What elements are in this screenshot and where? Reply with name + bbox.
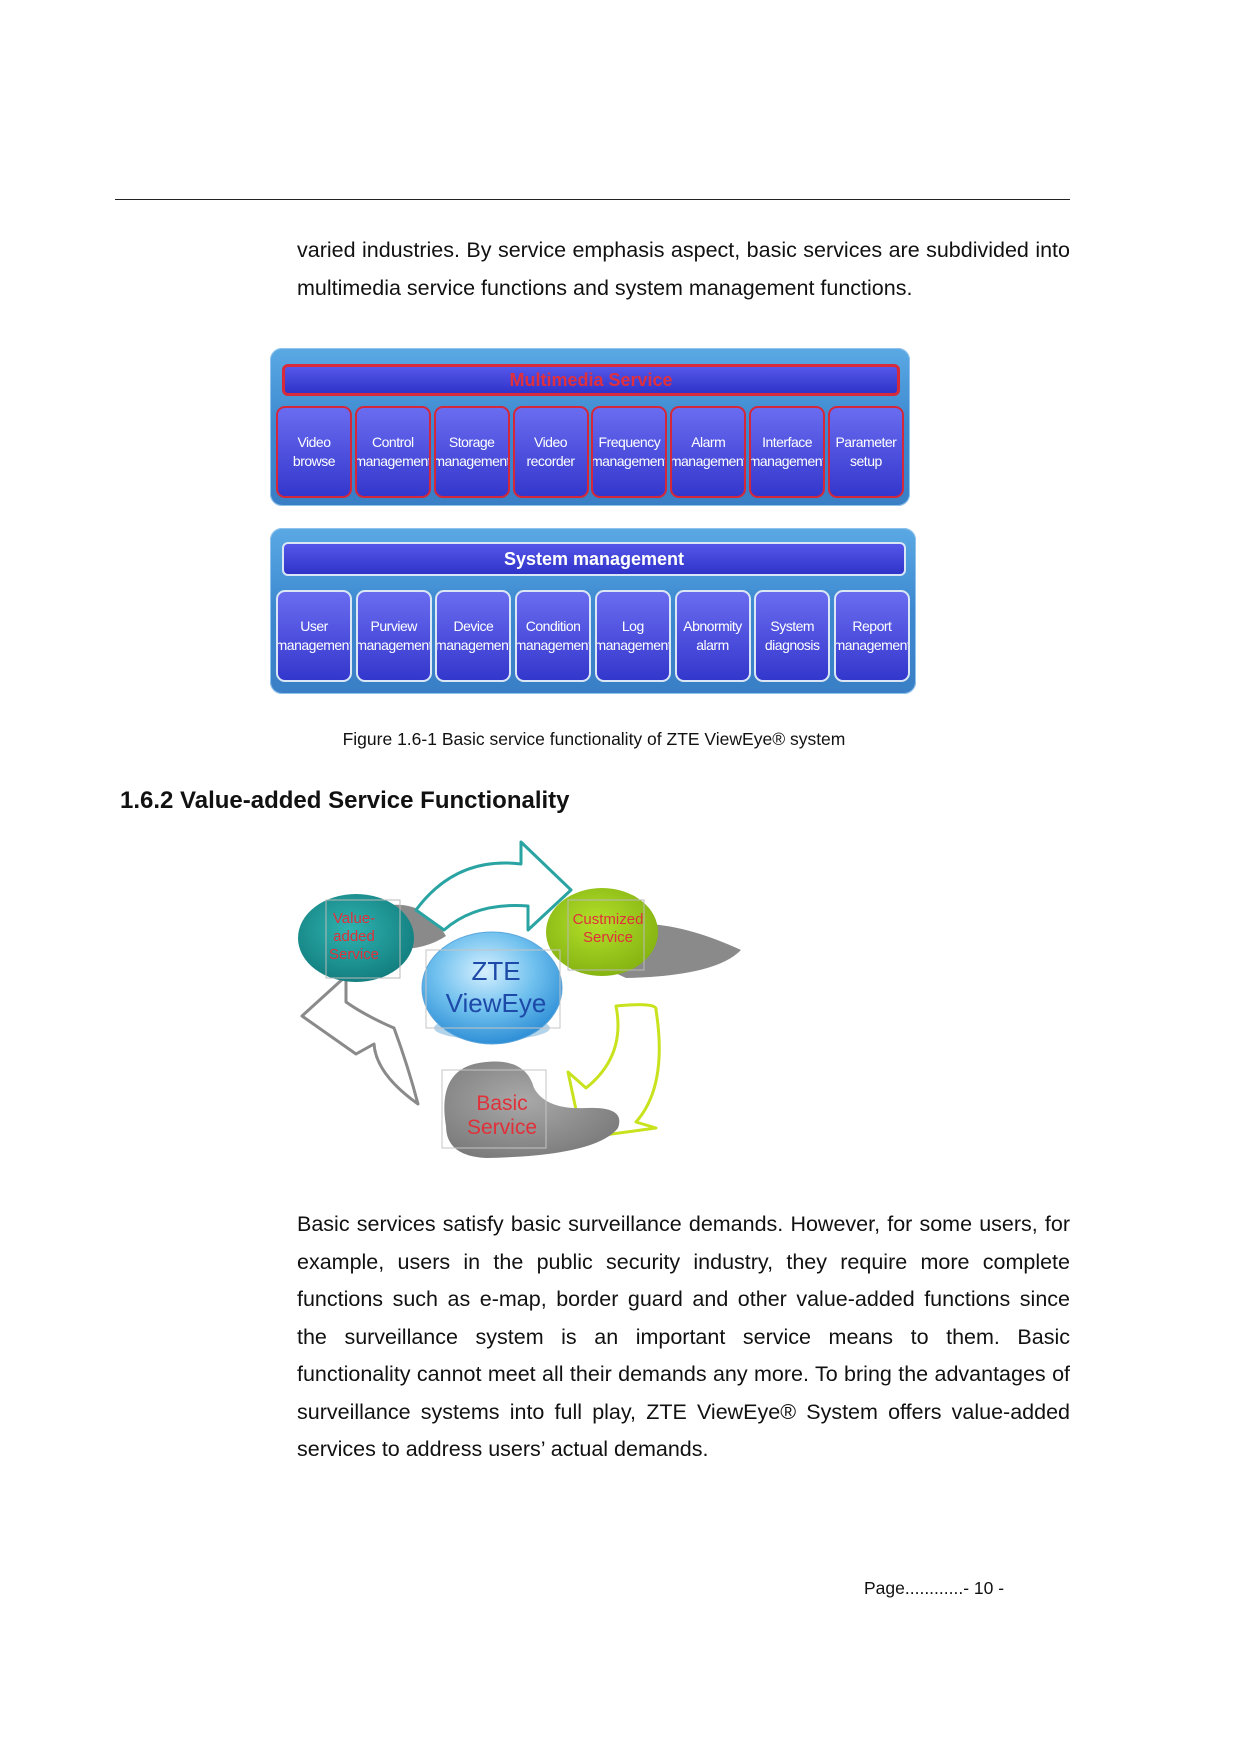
multimedia-item: Interface management [749, 406, 826, 498]
multimedia-item-label: Video browse [292, 434, 336, 469]
customized-frame [567, 899, 645, 971]
figure-caption: Figure 1.6-1 Basic service functionality… [342, 729, 846, 749]
center-label-2: ViewEye [446, 988, 547, 1018]
page-footer: Page............- 10 - [864, 1578, 1005, 1598]
section-heading: 1.6.2 Value-added Service Functionality [120, 787, 570, 814]
multimedia-item: Alarm management [670, 406, 747, 498]
multimedia-item-label: Storage management [433, 434, 510, 469]
multimedia-item-label: Parameter setup [835, 434, 897, 469]
multimedia-service-panel: Multimedia Service Video browse Control m… [270, 348, 910, 506]
multimedia-item-label: Interface management [749, 434, 826, 469]
multimedia-item: Storage management [433, 406, 510, 498]
multimedia-item-label: Frequency management [591, 434, 668, 469]
customized-ellipse [546, 888, 658, 976]
system-item: Report management [833, 590, 910, 682]
multimedia-item: Frequency management [591, 406, 668, 498]
right-arrow-icon [566, 1003, 661, 1140]
system-item: Condition management [515, 590, 592, 682]
basic-label-1: Basic [476, 1092, 527, 1115]
value-added-label-1: Value- [333, 910, 375, 927]
basic-label-2: Service [467, 1116, 537, 1139]
multimedia-item-label: Control management [354, 434, 431, 469]
system-item-label: User management [276, 618, 352, 653]
system-item-label: Purview management [355, 618, 432, 653]
multimedia-item: Video browse [276, 406, 352, 498]
value-added-frame [325, 899, 401, 979]
multimedia-item: Parameter setup [827, 406, 904, 498]
value-added-ellipse [298, 894, 414, 982]
system-item-label: Condition management [515, 618, 592, 653]
body-paragraph: Basic services satisfy basic surveillanc… [297, 1212, 1070, 1461]
system-item: Abnormity alarm [674, 590, 751, 682]
system-item-label: Report management [833, 618, 910, 653]
system-item-label: System diagnosis [764, 618, 820, 653]
system-item-label: Log management [594, 618, 671, 653]
multimedia-item: Control management [354, 406, 431, 498]
top-arrow-icon [414, 840, 573, 932]
center-label-1: ZTE [471, 956, 520, 986]
basic-service-blob [444, 1061, 620, 1158]
system-item: Log management [594, 590, 671, 682]
center-frame [425, 949, 561, 1029]
customized-label-2: Service [583, 929, 633, 946]
value-added-label-2: added [333, 928, 375, 945]
system-item: User management [276, 590, 352, 682]
multimedia-item-label: Video recorder [526, 434, 575, 469]
system-item: Purview management [355, 590, 432, 682]
system-item-label: Device management [435, 618, 512, 653]
customized-label-1: Custmized [573, 911, 644, 928]
header-rule [115, 199, 1070, 200]
viewseye-sphere [421, 931, 563, 1045]
value-added-cycle-diagram: Value- added Service Custmized Service Z… [298, 840, 741, 1158]
intro-paragraph: varied industries. By service emphasis a… [297, 238, 1070, 300]
basic-service-frame [441, 1069, 547, 1149]
system-management-title: System management [282, 542, 906, 576]
system-item-label: Abnormity alarm [683, 618, 742, 653]
multimedia-service-title: Multimedia Service [282, 364, 900, 396]
left-arrow-icon [300, 974, 420, 1106]
system-item: Device management [435, 590, 512, 682]
multimedia-item: Video recorder [512, 406, 589, 498]
multimedia-item-label: Alarm management [670, 434, 747, 469]
value-added-label-3: Service [329, 946, 379, 963]
system-item: System diagnosis [754, 590, 831, 682]
